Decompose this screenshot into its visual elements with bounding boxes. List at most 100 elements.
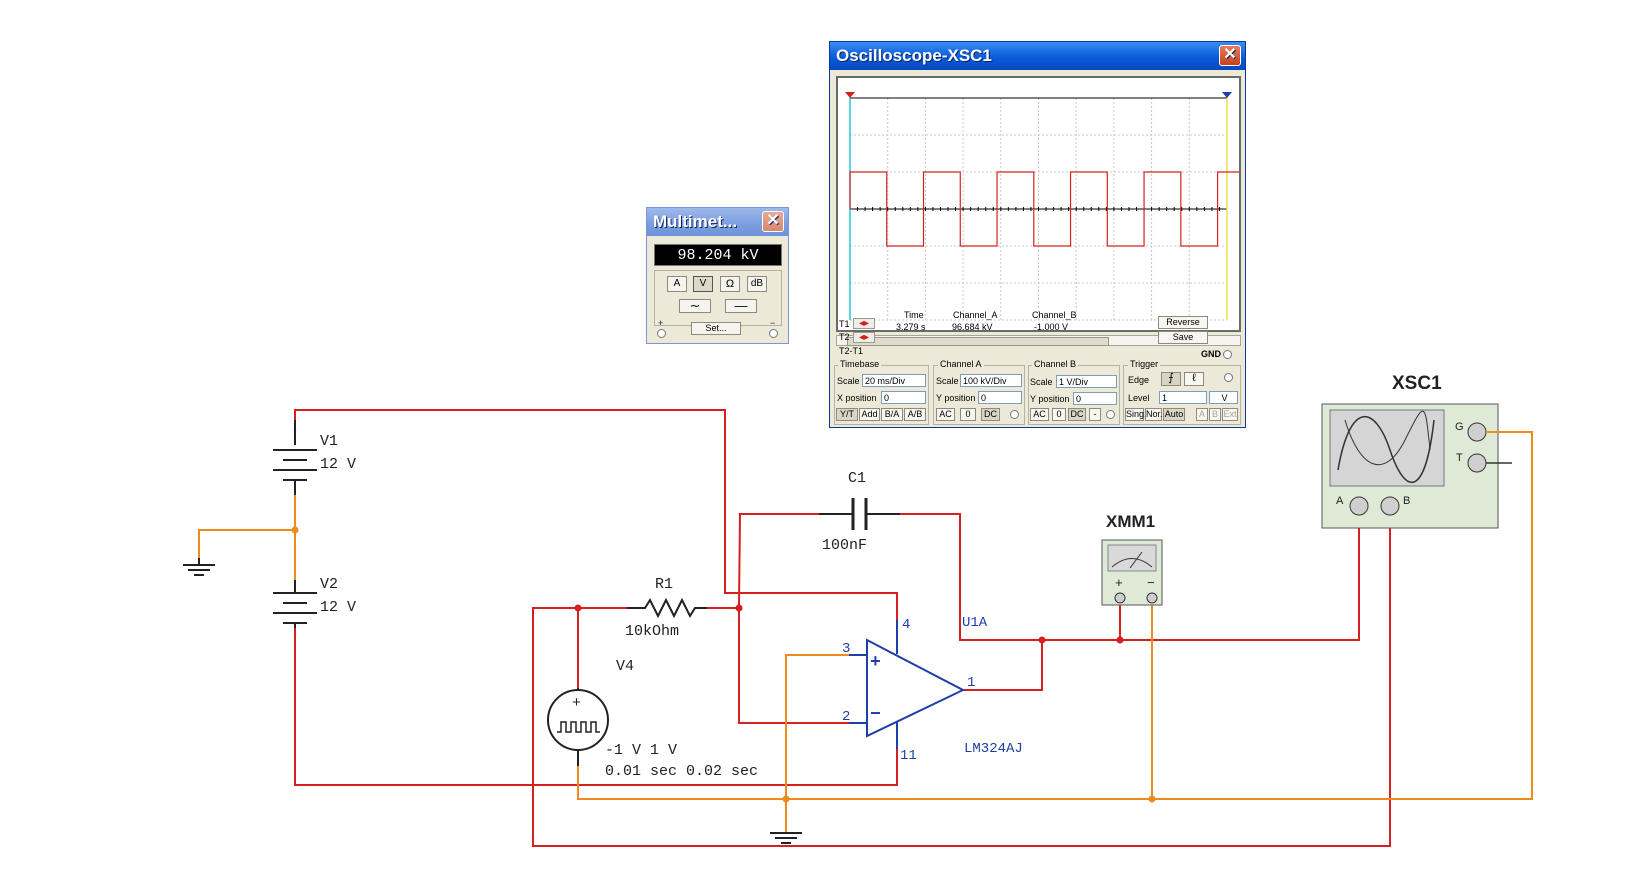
falling-edge-button[interactable]: ℓ: [1184, 372, 1204, 386]
c1-ref: C1: [848, 470, 866, 487]
channel-b-zero-button[interactable]: 0: [1052, 408, 1066, 421]
channel-a-scale-field[interactable]: 100 kV/Div: [960, 374, 1022, 387]
oscilloscope-screen[interactable]: [836, 76, 1371, 332]
mode-button-volts[interactable]: V: [693, 276, 713, 292]
channel-a-zero-button[interactable]: 0: [960, 408, 976, 421]
multimeter-instrument-xmm1[interactable]: [1101, 539, 1163, 606]
auto-button[interactable]: Auto: [1163, 408, 1185, 421]
scrollbar-thumb[interactable]: [847, 337, 1109, 346]
trigger-title: Trigger: [1128, 359, 1161, 369]
channel-b-ac-button[interactable]: AC: [1030, 408, 1049, 421]
ba-button[interactable]: B/A: [881, 408, 903, 421]
single-button[interactable]: Sing.: [1125, 408, 1147, 421]
trigger-ext-button[interactable]: Ext: [1222, 408, 1238, 421]
ab-button[interactable]: A/B: [904, 408, 926, 421]
rising-edge-icon: ⨍: [1168, 372, 1174, 384]
trigger-ext-terminal[interactable]: [1224, 373, 1233, 382]
r1-ref: R1: [655, 576, 673, 593]
r1-value: 10kOhm: [625, 623, 679, 640]
multimeter-titlebar[interactable]: Multimet... ✕: [647, 208, 788, 236]
v2-value: 12 V: [320, 599, 356, 616]
t2-label: T2: [839, 332, 850, 342]
multimeter-display: 98.204 kV: [654, 244, 782, 266]
ac-button[interactable]: ∼: [679, 299, 711, 313]
trigger-level-field[interactable]: 1: [1159, 391, 1207, 404]
oscilloscope-close-button[interactable]: ✕: [1219, 45, 1241, 66]
opamp-pin-4: 4: [902, 617, 910, 633]
junctions: [291, 526, 1156, 803]
channel-a-dc-button[interactable]: DC: [981, 408, 1000, 421]
timebase-scale-label: Scale: [837, 376, 860, 386]
dc-button[interactable]: —: [725, 299, 757, 313]
timebase-xpos-field[interactable]: 0: [881, 391, 926, 404]
v4-plus: +: [572, 695, 581, 712]
trigger-edge-label: Edge: [1128, 375, 1150, 385]
mode-button-ohms[interactable]: Ω: [720, 276, 740, 292]
capacitor-c1[interactable]: [819, 498, 900, 530]
xsc-t-terminal-label: T: [1456, 452, 1463, 464]
resistor-r1[interactable]: [627, 597, 707, 619]
yt-button[interactable]: Y/T: [836, 408, 858, 421]
v1-value: 12 V: [320, 456, 356, 473]
timebase-scale-field[interactable]: 20 ms/Div: [862, 374, 926, 387]
scope-grid: [845, 92, 1371, 321]
ground-symbol: [183, 558, 215, 576]
normal-button[interactable]: Nor.: [1145, 408, 1163, 421]
multimeter-plus-terminal[interactable]: [657, 329, 666, 338]
t1-cursor-arrows[interactable]: ◂▸: [853, 318, 875, 329]
channel-a-terminal[interactable]: [1010, 410, 1019, 419]
screen-scrollbar[interactable]: [836, 335, 1241, 346]
multimeter-minus-terminal[interactable]: [769, 329, 778, 338]
channel-b-dc-button[interactable]: DC: [1068, 408, 1086, 421]
trigger-a-button[interactable]: A: [1196, 408, 1208, 421]
channel-a-ypos-label: Y position: [936, 393, 976, 403]
gnd-label: GND: [1201, 349, 1221, 359]
t2-cursor-marker: [1222, 92, 1232, 98]
ground-symbol: [770, 832, 802, 844]
opamp-pin-2: 2: [842, 709, 850, 725]
battery-v2[interactable]: [273, 580, 317, 628]
xmm-minus: −: [1147, 576, 1155, 591]
v4-ref: V4: [616, 658, 634, 675]
t2-cursor-arrows[interactable]: ◂▸: [853, 332, 875, 343]
rising-edge-button[interactable]: ⨍: [1161, 372, 1181, 386]
t1-channel-a-value: 96.684 kV: [952, 322, 993, 332]
channel-b-terminal[interactable]: [1106, 410, 1115, 419]
xsc-b-terminal-label: B: [1403, 495, 1410, 507]
channel-a-ypos-field[interactable]: 0: [978, 391, 1022, 404]
v1-ref: V1: [320, 433, 338, 450]
falling-edge-icon: ℓ: [1192, 372, 1196, 384]
t1-time-value: 3.279 s: [896, 322, 926, 332]
channel-a-ac-button[interactable]: AC: [936, 408, 955, 421]
trigger-level-label: Level: [1128, 393, 1150, 403]
clock-source-v4[interactable]: [547, 688, 609, 766]
oscilloscope-titlebar[interactable]: Oscilloscope-XSC1 ✕: [830, 42, 1245, 70]
oscilloscope-title: Oscilloscope-XSC1: [836, 46, 992, 65]
oscilloscope-instrument-xsc1[interactable]: [1321, 403, 1512, 529]
channel-b-scale-label: Scale: [1030, 377, 1053, 387]
multimeter-plus-label: +: [658, 318, 664, 328]
mode-button-db[interactable]: dB: [747, 276, 767, 292]
multimeter-set-button[interactable]: Set...: [691, 322, 741, 335]
channel-b-ypos-field[interactable]: 0: [1073, 392, 1117, 405]
oscilloscope-window[interactable]: Oscilloscope-XSC1 ✕ ◂▸ ◂▸ T1 T2 T2-T1 Ti…: [829, 41, 1371, 428]
reverse-button[interactable]: Reverse: [1158, 316, 1208, 329]
channel-b-minus-button[interactable]: -: [1089, 408, 1101, 421]
mode-button-amps[interactable]: A: [667, 276, 687, 292]
save-button[interactable]: Save: [1158, 331, 1208, 344]
channel-b-scale-field[interactable]: 1 V/Div: [1056, 375, 1117, 388]
multimeter-controls: A V Ω dB ∼ —: [654, 270, 782, 326]
multimeter-close-button[interactable]: ✕: [762, 211, 784, 232]
t2-t1-label: T2-T1: [839, 346, 864, 356]
trigger-level-unit[interactable]: V: [1209, 391, 1238, 404]
battery-v1[interactable]: [273, 420, 317, 495]
xsc-g-terminal-label: G: [1455, 421, 1464, 433]
trigger-b-button[interactable]: B: [1209, 408, 1221, 421]
gnd-terminal[interactable]: [1223, 350, 1232, 359]
multimeter-window[interactable]: Multimet... ✕ 98.204 kV A V Ω dB ∼ — + S…: [646, 207, 789, 344]
c1-value: 100nF: [822, 537, 867, 554]
timebase-title: Timebase: [838, 359, 882, 369]
opamp-u1a[interactable]: [849, 620, 966, 749]
add-button[interactable]: Add: [859, 408, 880, 421]
